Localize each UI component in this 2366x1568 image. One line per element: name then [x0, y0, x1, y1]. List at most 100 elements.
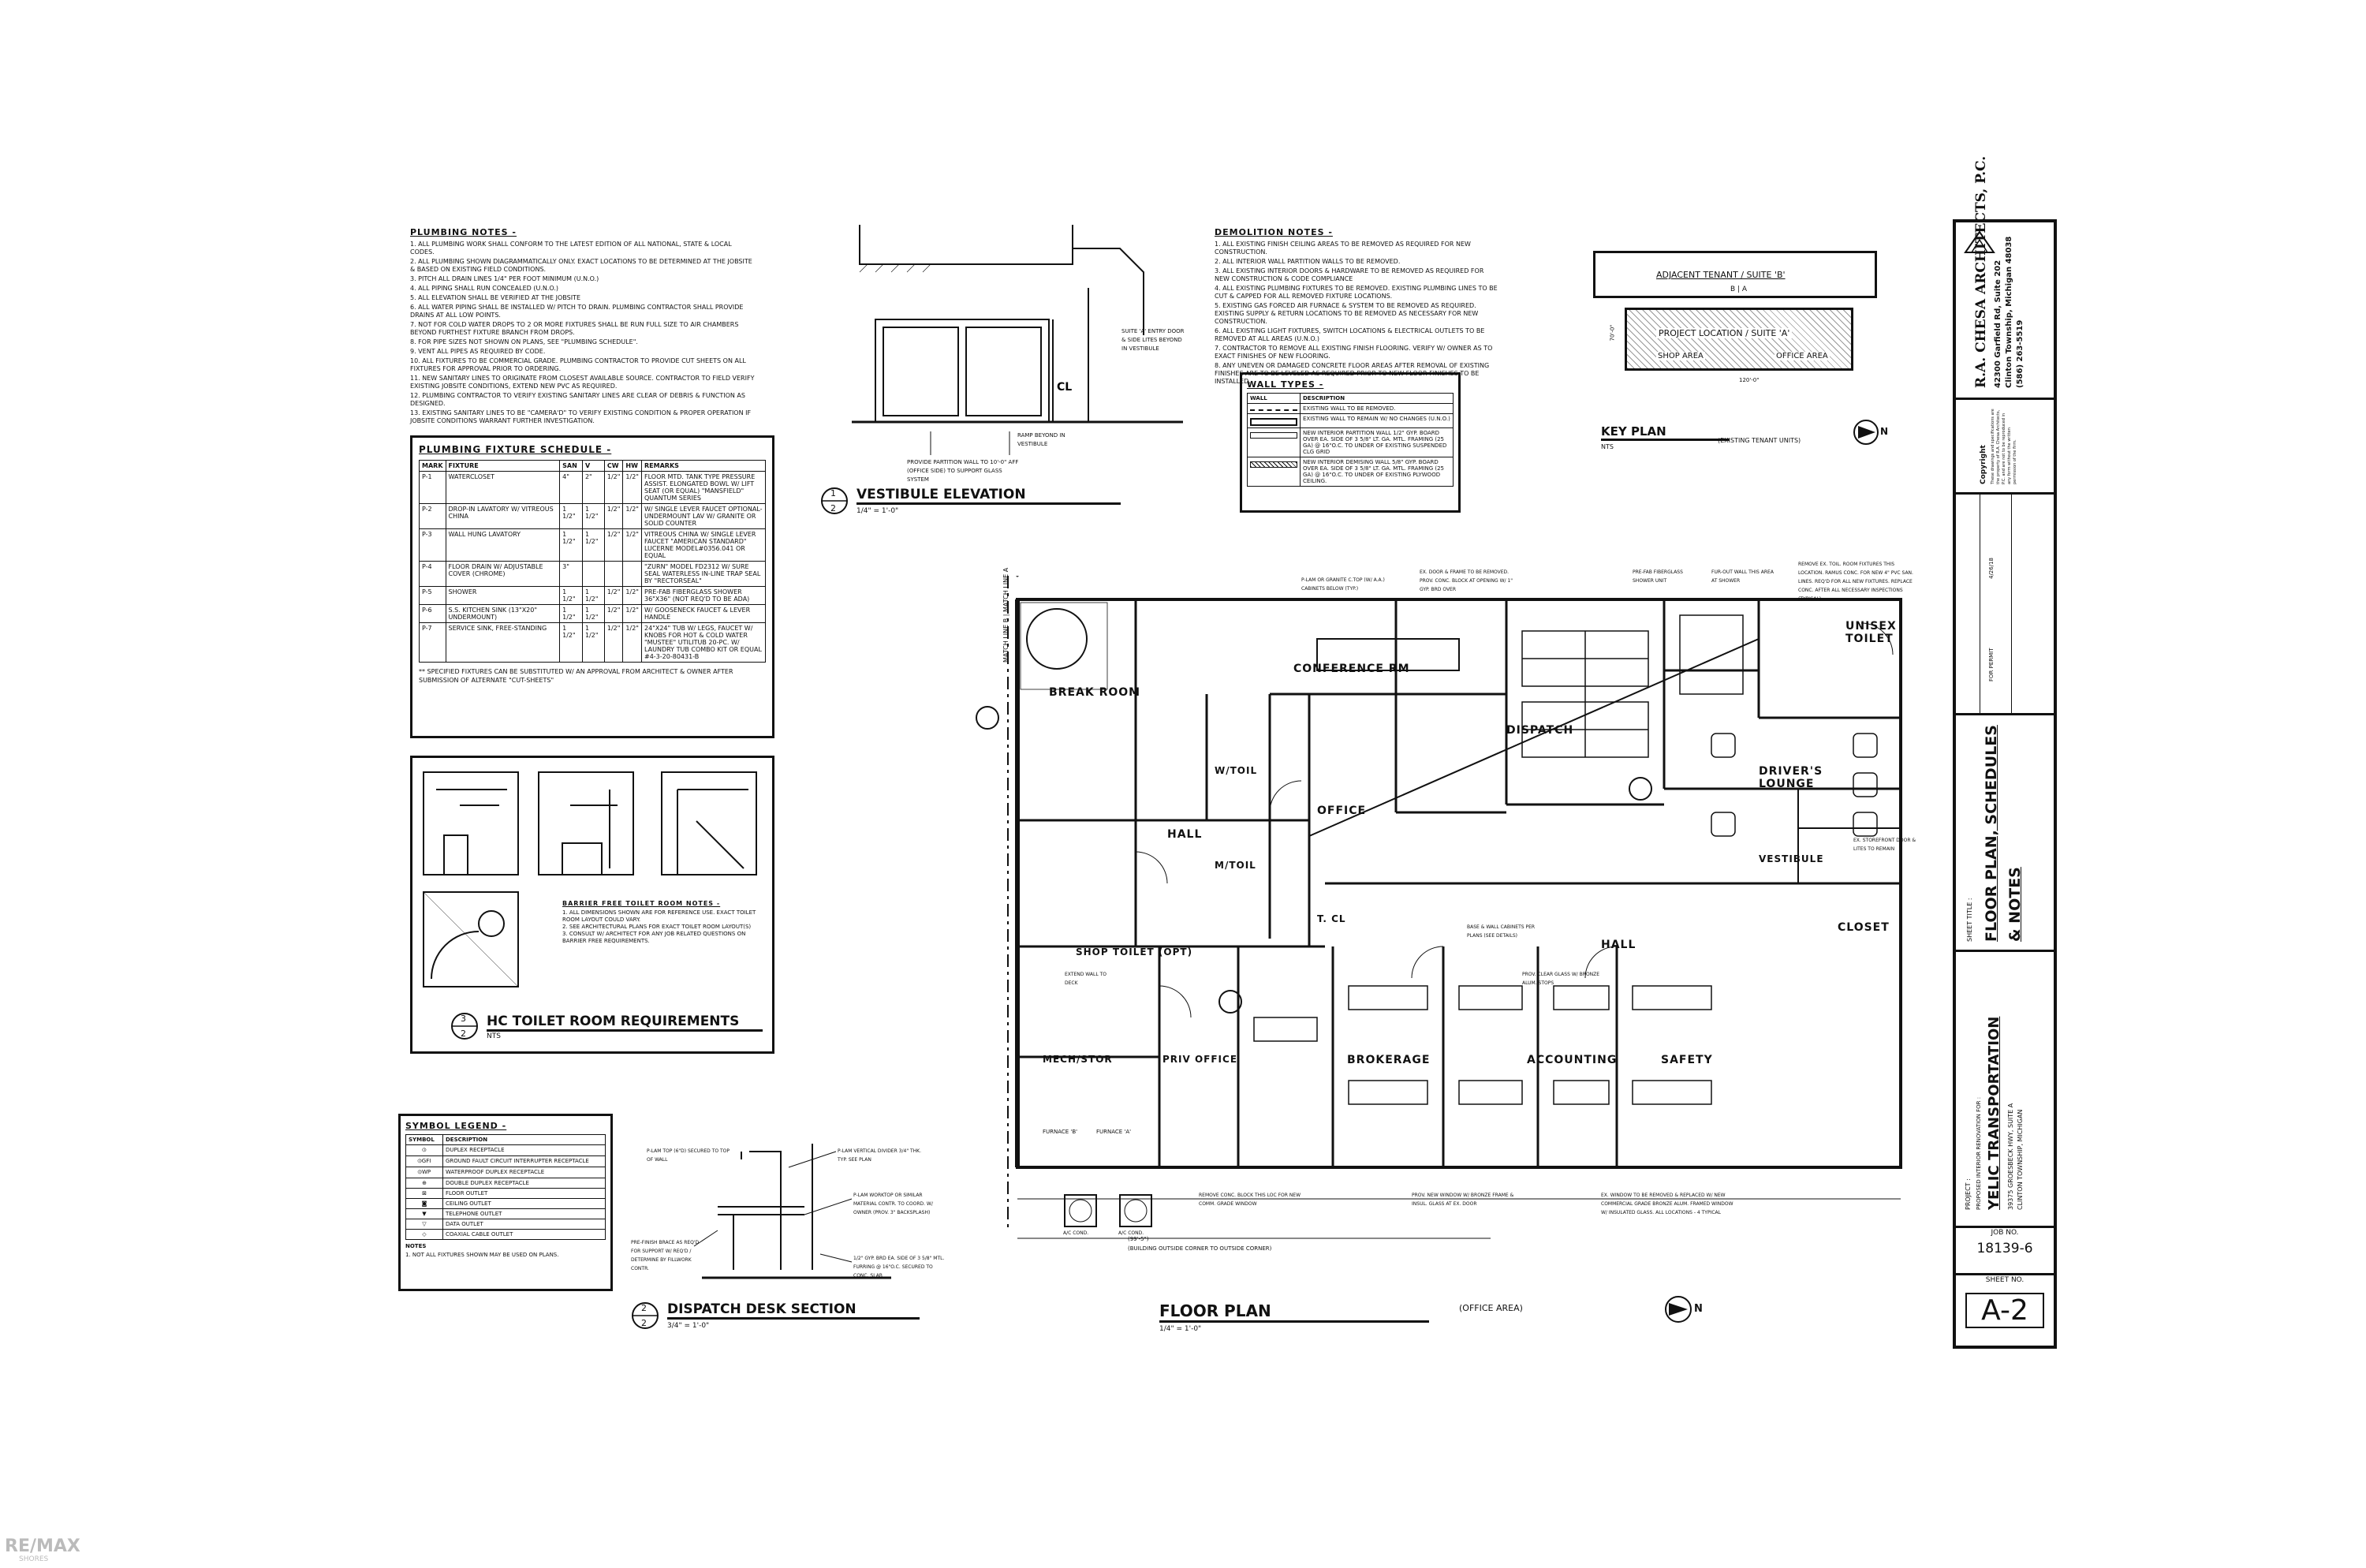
- callout-note: EX. WINDOW TO BE REMOVED & REPLACED W/ N…: [1601, 1193, 1733, 1215]
- room-mech: MECH/STOR: [1043, 1054, 1113, 1065]
- plumbing-note: 2. ALL PLUMBING SHOWN DIAGRAMMATICALLY O…: [410, 258, 752, 273]
- wall-types-title: WALL TYPES -: [1247, 379, 1324, 390]
- key-plan: ADJACENT TENANT / SUITE 'B' B | A PROJEC…: [1569, 251, 1909, 456]
- match-line-label: MATCH LINE B | MATCH LINE A: [1002, 567, 1009, 663]
- plumbing-note: 8. FOR PIPE SIZES NOT SHOWN ON PLANS, SE…: [410, 338, 638, 345]
- key-plan-adjacent-box: [1593, 251, 1877, 298]
- demolition-note: 5. EXISTING GAS FORCED AIR FURNACE & SYS…: [1215, 302, 1479, 325]
- ac-cond-1: A/C COND.: [1063, 1230, 1089, 1236]
- legend-symbol-icon: ▽: [405, 1219, 443, 1230]
- fixture-cell: [581, 561, 605, 587]
- demolition-note: 7. CONTRACTOR TO REMOVE ALL EXISTING FIN…: [1215, 345, 1493, 360]
- key-plan-north: N: [1880, 426, 1889, 437]
- copyright-block: Copyright These drawings and specificati…: [1956, 398, 2054, 495]
- key-plan-shop: SHOP AREA: [1656, 352, 1705, 360]
- fixture-cell: 1 1/2": [559, 622, 583, 663]
- wall-types-table: WALL DESCRIPTION EXISTING WALL TO BE REM…: [1247, 393, 1454, 487]
- firm-phone: (586) 263-5519: [2016, 319, 2025, 388]
- legend-description: DOUBLE DUPLEX RECEPTACLE: [442, 1178, 606, 1189]
- revision-block: 4/26/18 FOR PERMIT: [1956, 492, 2054, 715]
- legend-note: 1. NOT ALL FIXTURES SHOWN MAY BE USED ON…: [405, 1252, 559, 1258]
- fixture-cell: DROP-IN LAVATORY W/ VITREOUS CHINA: [445, 503, 561, 529]
- callout-note: PRE-FAB FIBERGLASS SHOWER UNIT: [1633, 569, 1683, 584]
- fixture-cell: WATERCLOSET: [445, 471, 561, 504]
- fixture-cell: 1/2": [622, 503, 642, 529]
- legend-symbol-icon: ◙: [405, 1198, 443, 1209]
- firm-address-2: Clinton Township, Michigan 48038: [2005, 236, 2013, 388]
- vestibule-title: VESTIBULE ELEVATION: [856, 487, 1121, 505]
- legend-symbol-icon: ⦶GFI: [405, 1155, 443, 1167]
- floor-plan-drawing: [976, 574, 1902, 1239]
- fixture-cell: P-5: [419, 586, 446, 605]
- legend-symbol-icon: ⦶WP: [405, 1167, 443, 1178]
- legend-description: COAXIAL CABLE OUTLET: [442, 1229, 606, 1240]
- table-row: ⊠FLOOR OUTLET: [405, 1188, 606, 1199]
- plumbing-note: 13. EXISTING SANITARY LINES TO BE "CAMER…: [410, 409, 752, 424]
- floor-plan-subtitle: (OFFICE AREA): [1459, 1303, 1523, 1313]
- vestibule-detail-sheet: 2: [830, 503, 836, 513]
- room-hall-1: HALL: [1167, 828, 1203, 841]
- key-plan-dim-side: 70'-0": [1609, 324, 1616, 342]
- room-vestibule: VESTIBULE: [1759, 853, 1824, 864]
- room-office: OFFICE: [1317, 805, 1367, 817]
- vestibule-note-3: PROVIDE PARTITION WALL TO 10'-0" AFF (OF…: [907, 459, 1019, 483]
- fixture-cell: P-6: [419, 604, 446, 623]
- vestibule-elevation: CL SUITE 'A' ENTRY DOOR & SIDE LITES BEY…: [821, 225, 1185, 517]
- copyright-text: These drawings and specifications are th…: [1991, 409, 2017, 484]
- legend-description: CEILING OUTLET: [442, 1198, 606, 1209]
- room-accounting: ACCOUNTING: [1527, 1054, 1618, 1066]
- project-block: PROJECT : PROPOSED INTERIOR RENOVATION F…: [1956, 950, 2054, 1228]
- wall-types-header-wall: WALL: [1247, 393, 1301, 404]
- plumbing-note: 9. VENT ALL PIPES AS REQUIRED BY CODE.: [410, 348, 546, 355]
- vestibule-cl: CL: [1057, 381, 1072, 394]
- plumbing-note: 12. PLUMBING CONTRACTOR TO VERIFY EXISTI…: [410, 392, 745, 407]
- dispatch-title: DISPATCH DESK SECTION: [667, 1301, 920, 1320]
- callout-note: EXTEND WALL TO DECK: [1065, 972, 1106, 986]
- callout-note: BASE & WALL CABINETS PER PLANS (SEE DETA…: [1467, 924, 1536, 939]
- dispatch-detail-num: 2: [641, 1303, 647, 1313]
- room-brokerage: BROKERAGE: [1347, 1054, 1431, 1066]
- fixture-cell: 1 1/2": [581, 528, 605, 562]
- plumbing-notes: PLUMBING NOTES - 1. ALL PLUMBING WORK SH…: [410, 227, 757, 427]
- legend-description: DATA OUTLET: [442, 1219, 606, 1230]
- dispatch-section-drawing: [693, 1144, 891, 1279]
- fixture-cell: 1 1/2": [559, 503, 583, 529]
- vestibule-scale: 1/4" = 1'-0": [856, 507, 899, 515]
- demolition-note: 6. ALL EXISTING LIGHT FIXTURES, SWITCH L…: [1215, 327, 1485, 342]
- room-hall-2: HALL: [1601, 939, 1636, 951]
- room-closet: CLOSET: [1838, 921, 1890, 934]
- key-plan-project-box: [1625, 308, 1853, 371]
- callout-note: PROV. CLEAR GLASS W/ BRONZE ALUM. STOPS: [1522, 972, 1600, 986]
- fixture-cell: P-2: [419, 503, 446, 529]
- floor-plan: BREAK ROOM CONFERENCE RM DISPATCH UNISEX…: [970, 562, 1940, 1333]
- plumbing-note: 3. PITCH ALL DRAIN LINES 1/4" PER FOOT M…: [410, 275, 599, 282]
- plumbing-note: 6. ALL WATER PIPING SHALL BE INSTALLED W…: [410, 304, 744, 319]
- fixture-cell: [622, 561, 642, 587]
- room-priv: PRIV OFFICE: [1162, 1054, 1238, 1065]
- key-plan-dim-bottom: 120'-0": [1739, 377, 1760, 383]
- fixture-cell: 1/2": [622, 622, 642, 663]
- hc-notes-title: BARRIER FREE TOILET ROOM NOTES -: [562, 900, 721, 907]
- fixture-cell: P-4: [419, 561, 446, 587]
- hc-toilet-title: HC TOILET ROOM REQUIREMENTS: [487, 1014, 763, 1032]
- fixture-schedule-footnote: ** SPECIFIED FIXTURES CAN BE SUBSTITUTED…: [419, 668, 733, 684]
- floor-plan-scale: 1/4" = 1'-0": [1159, 1325, 1202, 1333]
- sheet-block: SHEET NO. A-2: [1956, 1273, 2054, 1346]
- legend-description: TELEPHONE OUTLET: [442, 1208, 606, 1219]
- plumbing-note: 10. ALL FIXTURES TO BE COMMERCIAL GRADE.…: [410, 357, 746, 372]
- fixture-cell: FLOOR DRAIN W/ ADJUSTABLE COVER (CHROME): [445, 561, 561, 587]
- key-plan-project: PROJECT LOCATION / SUITE 'A': [1656, 328, 1793, 338]
- wall-type-row: EXISTING WALL TO BE REMOVED.: [1300, 403, 1454, 414]
- fixture-cell: 1/2": [622, 604, 642, 623]
- fixture-cell: P-7: [419, 622, 446, 663]
- room-wtoil: W/TOIL: [1215, 765, 1258, 776]
- callout-note: REMOVE EX. TOIL. ROOM FIXTURES THIS LOCA…: [1798, 562, 1913, 602]
- dispatch-note: 1/2" GYP. BRD EA. SIDE OF 3 5/8" MTL. FU…: [853, 1256, 945, 1279]
